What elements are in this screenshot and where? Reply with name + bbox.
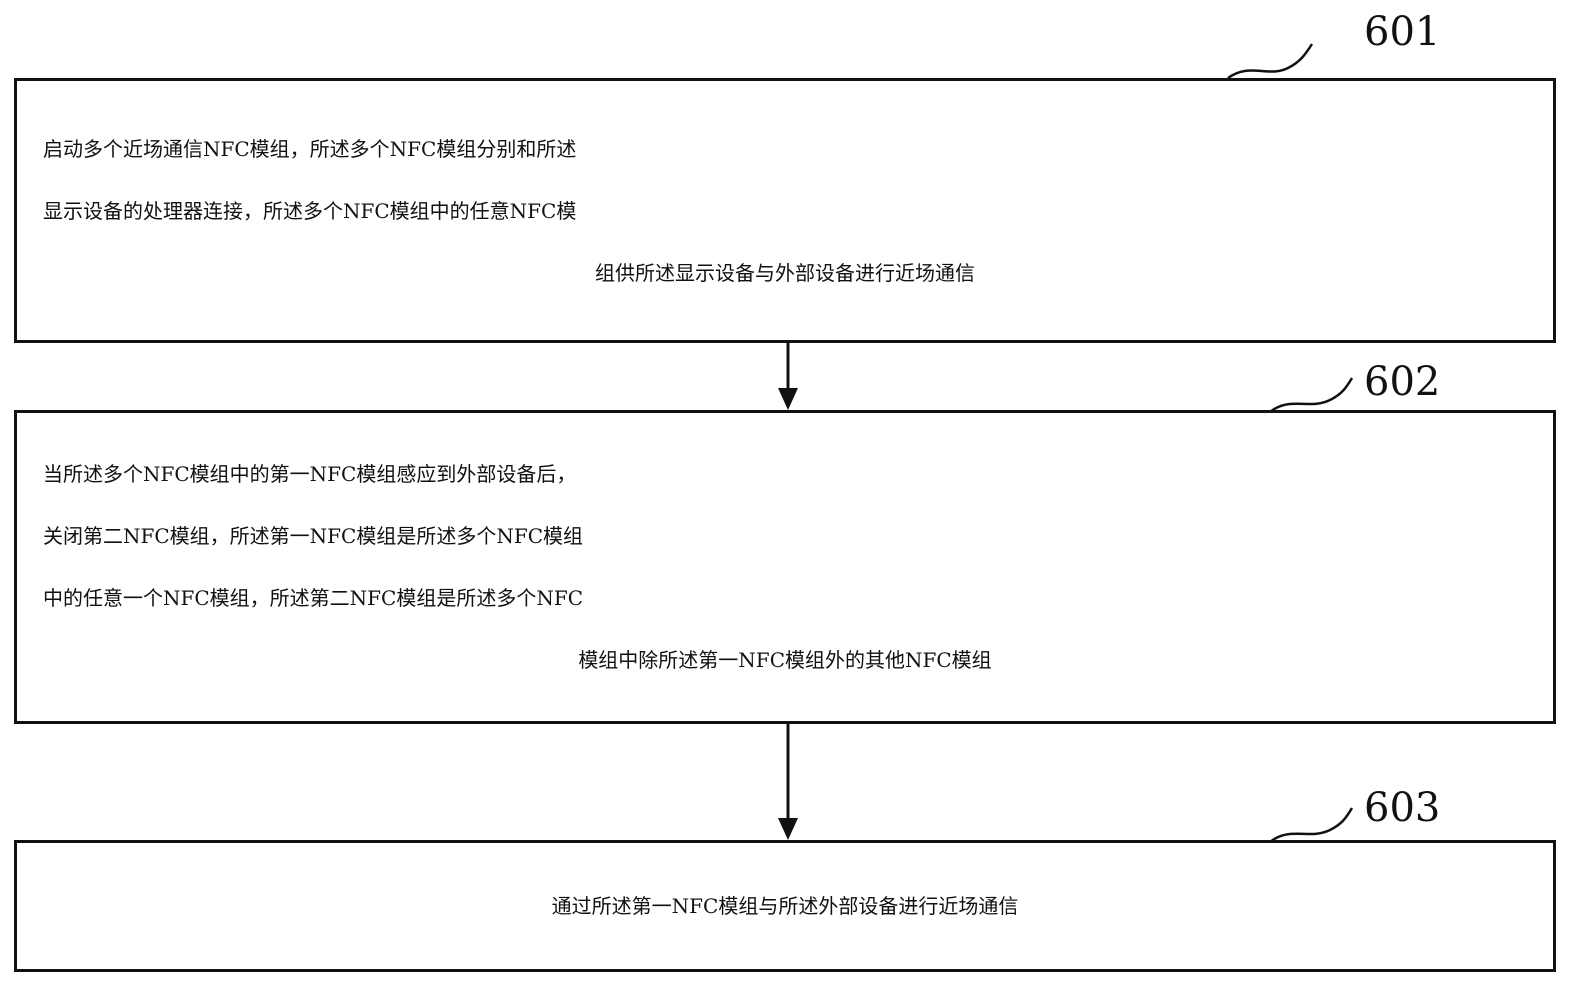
step-603-line: 通过所述第一NFC模组与所述外部设备进行近场通信 — [551, 894, 1019, 918]
step-602-line: 模组中除所述第一NFC模组外的其他NFC模组 — [578, 648, 992, 672]
step-601-line: 显示设备的处理器连接，所述多个NFC模组中的任意NFC模 — [43, 198, 577, 223]
step-box-601: 启动多个近场通信NFC模组，所述多个NFC模组分别和所述 显示设备的处理器连接，… — [14, 78, 1556, 343]
step-ref-601: 601 — [1364, 9, 1441, 55]
step-601-line: 组供所述显示设备与外部设备进行近场通信 — [595, 260, 975, 285]
step-ref-602: 602 — [1364, 359, 1441, 405]
arrow-601-to-602-head — [778, 388, 798, 410]
step-602-line: 中的任意一个NFC模组，所述第二NFC模组是所述多个NFC — [43, 586, 584, 610]
leader-line-601 — [1227, 43, 1314, 80]
leader-line-603 — [1269, 807, 1354, 844]
step-ref-603: 603 — [1364, 785, 1441, 831]
step-602-line: 当所述多个NFC模组中的第一NFC模组感应到外部设备后， — [43, 462, 577, 486]
step-602-line: 关闭第二NFC模组，所述第一NFC模组是所述多个NFC模组 — [43, 524, 584, 548]
step-601-line: 启动多个近场通信NFC模组，所述多个NFC模组分别和所述 — [43, 136, 577, 161]
leader-line-602 — [1269, 377, 1354, 414]
step-box-602: 当所述多个NFC模组中的第一NFC模组感应到外部设备后， 关闭第二NFC模组，所… — [14, 410, 1556, 724]
step-box-603: 通过所述第一NFC模组与所述外部设备进行近场通信 — [14, 840, 1556, 972]
arrow-602-to-603-head — [778, 818, 798, 840]
